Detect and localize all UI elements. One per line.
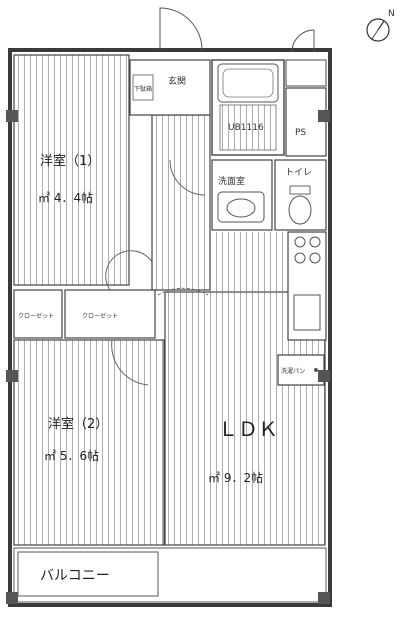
entrance-label: 玄関 bbox=[168, 75, 186, 87]
ldk-size: ㎡ 9．2帖 bbox=[208, 470, 263, 485]
kitchen-sink bbox=[293, 294, 321, 331]
door-western1 bbox=[105, 250, 153, 291]
ldk-upper-floor bbox=[210, 232, 285, 294]
closet-left-label: クローゼット bbox=[18, 312, 54, 320]
balcony-label: バルコニー bbox=[40, 568, 110, 584]
column-mark bbox=[318, 370, 330, 382]
bath-door bbox=[291, 29, 315, 53]
shoe-box bbox=[132, 74, 154, 101]
balcony-label-box bbox=[17, 551, 159, 597]
western2-name: 洋室（2） bbox=[48, 416, 108, 432]
western2-size: ㎡ 5．6帖 bbox=[44, 448, 99, 463]
western1-floor bbox=[13, 54, 130, 286]
toilet-bowl bbox=[288, 195, 312, 225]
door-ldk bbox=[157, 287, 209, 296]
stove-burner-1 bbox=[294, 236, 306, 248]
closet-left bbox=[13, 289, 63, 339]
washer-drain bbox=[314, 368, 318, 372]
bathtub-inner bbox=[222, 68, 274, 98]
column-mark bbox=[6, 370, 18, 382]
column-mark bbox=[318, 110, 330, 122]
shoe-box-label: 下駄箱 bbox=[134, 85, 152, 93]
toilet-label: トイレ bbox=[285, 168, 312, 178]
western1-size: ㎡ 4．4帖 bbox=[38, 190, 93, 205]
outer-wall bbox=[8, 48, 332, 607]
compass-label: N bbox=[388, 9, 395, 19]
washroom-label: 洗面室 bbox=[218, 175, 245, 187]
hallway-floor bbox=[151, 114, 211, 291]
entrance-door bbox=[159, 7, 203, 51]
upper-right-box bbox=[285, 59, 327, 87]
stove-burner-2 bbox=[309, 236, 321, 248]
door-western2 bbox=[111, 339, 149, 386]
column-mark bbox=[6, 110, 18, 122]
closet-right-label: クローゼット bbox=[82, 312, 118, 320]
western1-name: 洋室（1） bbox=[40, 153, 100, 169]
closet-right bbox=[64, 289, 156, 339]
unit-bath-label: UB1116 bbox=[228, 123, 264, 133]
washer-pan-label: 洗濯パン bbox=[281, 367, 305, 375]
toilet-tank bbox=[289, 185, 311, 195]
column-mark bbox=[318, 592, 330, 604]
western2-floor bbox=[13, 339, 165, 546]
compass-icon bbox=[366, 18, 390, 42]
stove-burner-3 bbox=[294, 252, 306, 264]
column-mark bbox=[6, 592, 18, 604]
ldk-name: ＬＤＫ bbox=[218, 417, 278, 441]
pipe-space-label: PS bbox=[295, 128, 306, 138]
stove-burner-4 bbox=[309, 252, 321, 264]
sink-bowl bbox=[226, 198, 256, 218]
door-hall bbox=[169, 159, 206, 196]
bath-floor bbox=[219, 104, 277, 151]
